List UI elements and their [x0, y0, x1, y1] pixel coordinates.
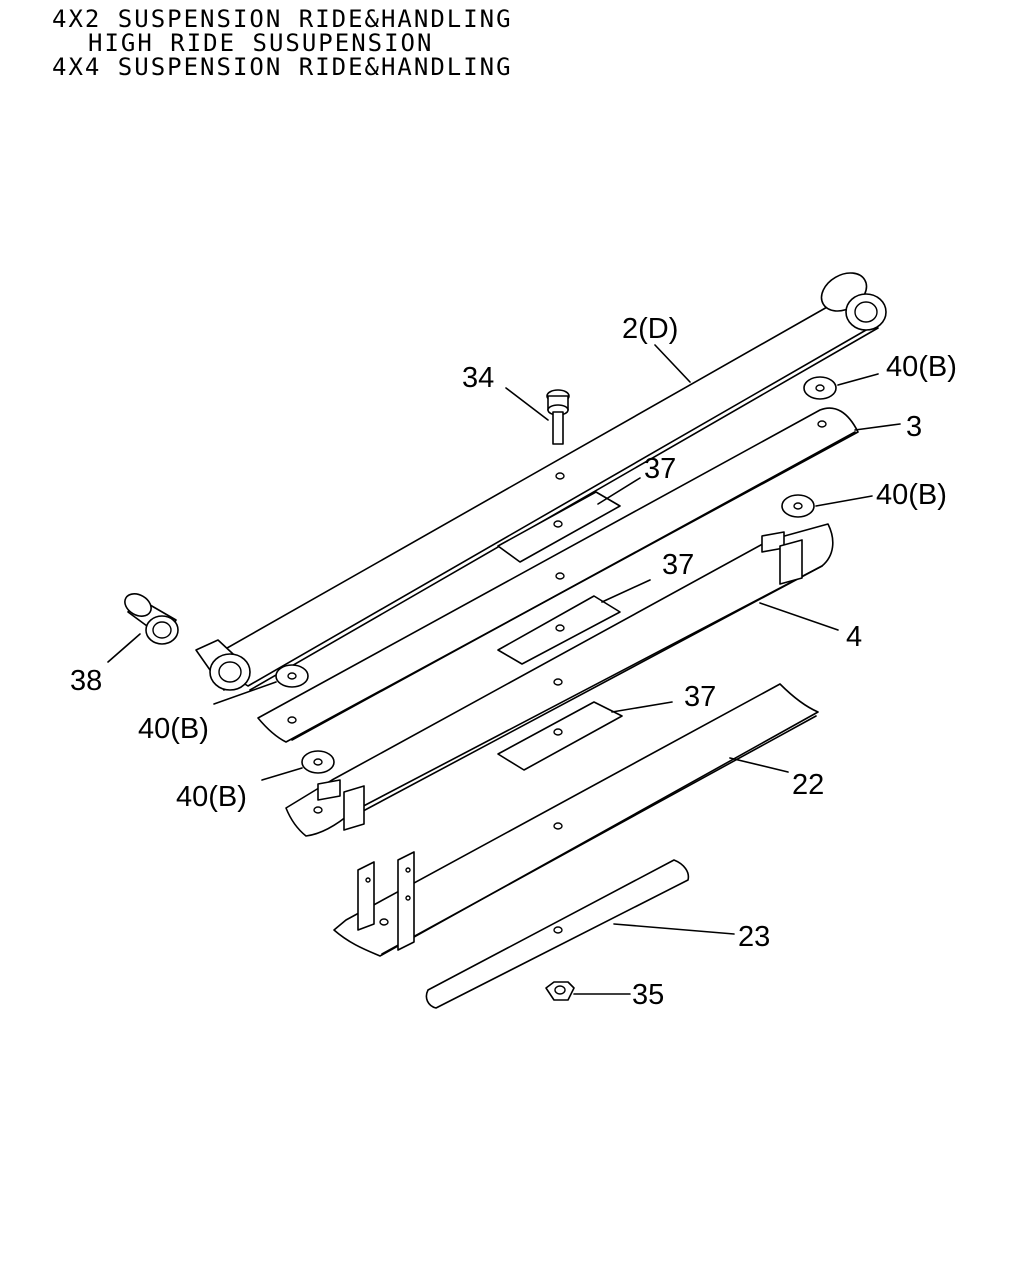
main-leaf-spring [195, 272, 887, 691]
callout-washer-left: 40(B) [138, 713, 209, 745]
leaf-4 [285, 523, 834, 837]
callout-pad-2: 37 [662, 549, 694, 581]
leader-lines [107, 344, 901, 995]
washer-mid [781, 494, 815, 518]
header-line-3: 4X4 SUSPENSION RIDE&HANDLING [52, 53, 513, 81]
pad-1-hole [553, 520, 563, 528]
callout-nut: 35 [632, 979, 664, 1011]
header-line-1: 4X2 SUSPENSION RIDE&HANDLING [52, 5, 513, 33]
callout-pad-3: 37 [684, 681, 716, 713]
callout-washer-bottom: 40(B) [176, 781, 247, 813]
washer-bottom [301, 750, 335, 774]
leaf-22 [333, 683, 819, 957]
header-line-2: HIGH RIDE SUSUPENSION [88, 29, 433, 57]
callout-leaf-4: 22 [792, 769, 824, 801]
callout-leaf-3: 4 [846, 621, 862, 653]
pad-3-hole [553, 728, 563, 736]
callout-bolt: 34 [462, 362, 494, 394]
callout-leaf-main: 2(D) [622, 313, 678, 345]
leaf-23 [425, 859, 690, 1009]
callout-bushing: 38 [70, 665, 102, 697]
pad-3 [497, 701, 623, 771]
washer-left [275, 664, 309, 688]
pad-2-hole [555, 624, 565, 632]
nut [545, 981, 575, 1001]
callout-pad-1: 37 [644, 453, 676, 485]
callout-washer-top: 40(B) [886, 351, 957, 383]
callout-leaf-5: 23 [738, 921, 770, 953]
leaf-3 [257, 407, 859, 743]
washer-top [803, 376, 837, 400]
center-bolt [546, 389, 570, 445]
bushing [124, 593, 179, 645]
callout-leaf-2: 3 [906, 411, 922, 443]
callout-washer-mid: 40(B) [876, 479, 947, 511]
